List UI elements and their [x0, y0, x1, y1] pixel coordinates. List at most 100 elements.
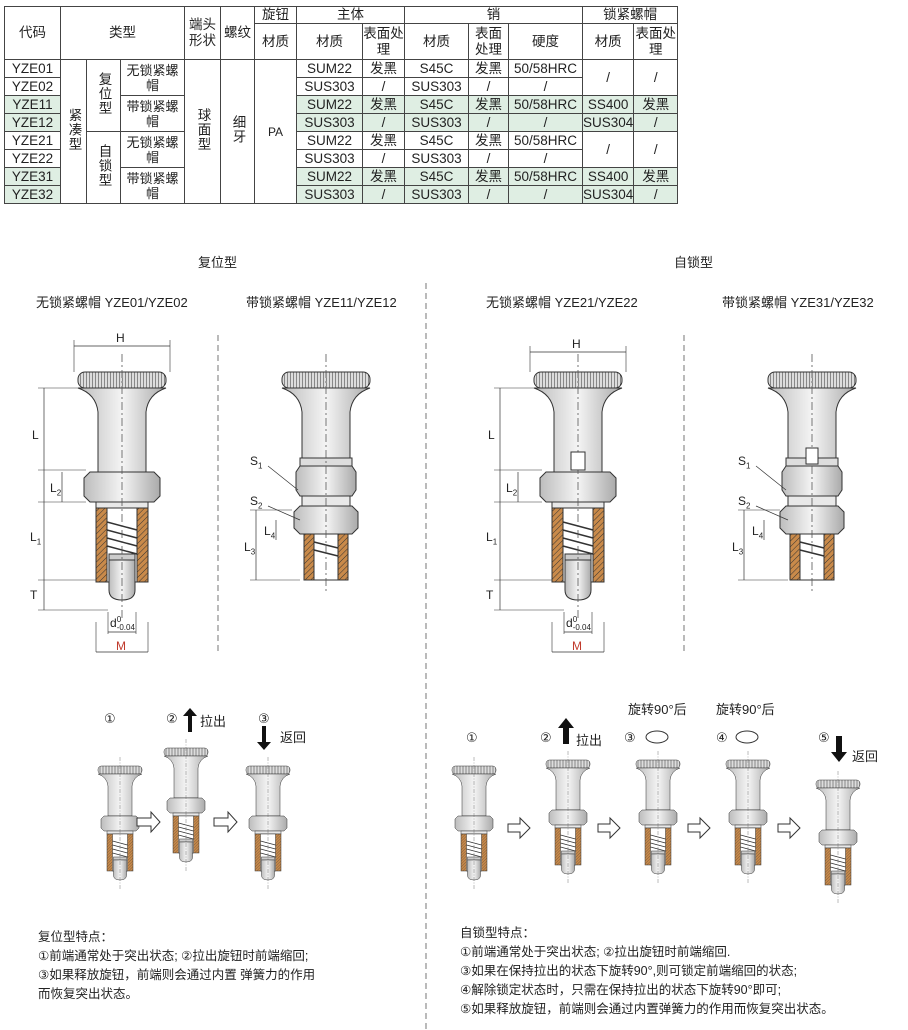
step-2-b: ②	[540, 730, 552, 745]
self-lock-features-title: 自锁型特点：	[460, 926, 536, 940]
pull-label-b: 拉出	[576, 733, 603, 748]
header-pin: 销	[404, 6, 583, 24]
thread-value: 细牙	[220, 59, 255, 204]
drawing-4-with-locknut	[738, 353, 857, 595]
cell-pin-mat: S45C	[404, 167, 469, 186]
cell-nut-surf: /	[633, 59, 679, 96]
return-feature-line: 而恢复突出状态。	[38, 987, 139, 1001]
dim-S2-2: S2	[738, 494, 751, 511]
dim-S2-1: S2	[250, 494, 263, 511]
cell-pin-surf: /	[468, 77, 509, 96]
knob-material: PA	[254, 59, 297, 204]
cell-pin-hard: /	[508, 77, 583, 96]
step-1-b: ①	[466, 730, 478, 745]
drawing-3-no-locknut	[494, 346, 627, 653]
header-pin-surface: 表面处理	[468, 23, 509, 60]
header-locknut: 锁紧螺帽	[581, 6, 679, 24]
cell-nut-surf: /	[633, 113, 679, 132]
cell-pin-mat: SUS303	[404, 113, 469, 132]
dim-L3-2: L3	[732, 540, 744, 557]
dim-H-2: H	[572, 337, 581, 351]
dim-L2-1: L2	[50, 481, 62, 498]
return-feature-line: ①前端通常处于突出状态; ②拉出旋钮时前端缩回;	[38, 949, 309, 963]
cell-pin-surf: /	[468, 113, 509, 132]
cell-pin-surf: 发黑	[468, 131, 509, 150]
table-row: YZE21 自锁型 无锁紧螺帽 SUM22 发黑 S45C 发黑 50/58HR…	[4, 131, 679, 204]
spec-table: 代码 类型 端头形状 螺纹 旋钮 主体 销 锁紧螺帽 材质 材质 表面处理 材质…	[4, 6, 679, 204]
cell-code: YZE12	[4, 113, 61, 132]
header-body-material: 材质	[296, 23, 363, 60]
type-self-lock: 自锁型	[86, 131, 121, 204]
cell-nut-mat: SS400	[581, 167, 635, 186]
cell-pin-hard: 50/58HRC	[508, 95, 583, 114]
cell-pin-mat: SUS303	[404, 149, 469, 168]
cell-body-surf: /	[362, 77, 405, 96]
no-locknut-1: 无锁紧螺帽	[120, 59, 185, 96]
cell-pin-surf: 发黑	[468, 95, 509, 114]
header-knob-material: 材质	[254, 23, 297, 60]
dim-L3-1: L3	[244, 540, 256, 557]
head-shape-value: 球面型	[184, 59, 221, 204]
header-nut-surface: 表面处理	[633, 23, 679, 60]
cell-nut-mat: /	[581, 131, 635, 168]
self-lock-feature-line: ③如果在保持拉出的状态下旋转90°,则可锁定前端缩回的状态;	[460, 964, 798, 978]
return-type-title: 复位型	[198, 255, 238, 270]
cell-code: YZE22	[4, 149, 61, 168]
dim-M-2: M	[572, 639, 582, 653]
cell-pin-hard: 50/58HRC	[508, 59, 583, 78]
header-nut-material: 材质	[581, 23, 635, 60]
cell-body-surf: /	[362, 113, 405, 132]
step-3-b: ③	[624, 730, 636, 745]
return-step-sequence	[97, 708, 291, 891]
cell-body-mat: SUM22	[296, 95, 363, 114]
cell-nut-surf: 发黑	[633, 95, 679, 114]
step-5-b: ⑤	[818, 730, 830, 745]
self-lock-feature-line: ①前端通常处于突出状态; ②拉出旋钮时前端缩回.	[460, 945, 731, 959]
with-locknut-1: 带锁紧螺帽	[120, 95, 185, 132]
drawing-2-with-locknut	[250, 353, 371, 595]
table-row: YZE02 SUS303 / SUS303 / /	[4, 77, 678, 96]
cell-body-surf: 发黑	[362, 95, 405, 114]
cell-nut-surf: /	[633, 131, 679, 168]
header-body-surface: 表面处理	[362, 23, 405, 60]
rotate-label-1: 旋转90°后	[628, 702, 687, 717]
self-lock-type-title: 自锁型	[674, 255, 714, 270]
cell-pin-mat: SUS303	[404, 77, 469, 96]
type-return: 复位型	[86, 59, 121, 132]
cell-body-surf: /	[362, 149, 405, 168]
table-row: YZE31 带锁紧螺帽 SUM22 发黑 S45C 发黑 50/58HRC SS…	[4, 167, 679, 204]
self-lock-step-sequence	[451, 718, 861, 905]
header-knob: 旋钮	[254, 6, 297, 24]
dim-L2-2: L2	[506, 481, 518, 498]
cell-pin-surf: 发黑	[468, 167, 509, 186]
self-lock-features: 自锁型特点： ①前端通常处于突出状态; ②拉出旋钮时前端缩回. ③如果在保持拉出…	[460, 924, 834, 1019]
cell-pin-surf: 发黑	[468, 59, 509, 78]
header-pin-material: 材质	[404, 23, 469, 60]
dim-L1-2: L1	[486, 530, 498, 547]
cell-body-surf: 发黑	[362, 167, 405, 186]
table-row: YZE32 SUS303 / SUS303 / / SUS304 /	[4, 185, 679, 204]
cell-pin-hard: /	[508, 149, 583, 168]
table-row: YZE22 SUS303 / SUS303 / /	[4, 149, 678, 168]
cell-nut-mat: SUS304	[581, 185, 635, 204]
dim-S1-1: S1	[250, 454, 263, 471]
cell-pin-mat: S45C	[404, 59, 469, 78]
step-2-a: ②	[166, 711, 178, 726]
header-body: 主体	[296, 6, 405, 24]
dim-M-1: M	[116, 639, 126, 653]
cell-body-mat: SUM22	[296, 167, 363, 186]
header-code: 代码	[4, 6, 61, 60]
return-features-title: 复位型特点：	[38, 930, 114, 944]
dim-L4-2: L4	[752, 524, 764, 541]
cell-body-mat: SUS303	[296, 77, 363, 96]
self-lock-feature-line: ⑤如果释放旋钮，前端则会通过内置弹簧力的作用而恢复突出状态。	[460, 1002, 834, 1016]
cell-body-surf: 发黑	[362, 59, 405, 78]
cell-pin-mat: SUS303	[404, 185, 469, 204]
step-1-a: ①	[104, 711, 116, 726]
cell-pin-hard: 50/58HRC	[508, 131, 583, 150]
cell-nut-mat: SUS304	[581, 113, 635, 132]
cell-body-surf: 发黑	[362, 131, 405, 150]
cell-body-mat: SUM22	[296, 59, 363, 78]
table-row: YZE12 SUS303 / SUS303 / / SUS304 /	[4, 113, 679, 132]
